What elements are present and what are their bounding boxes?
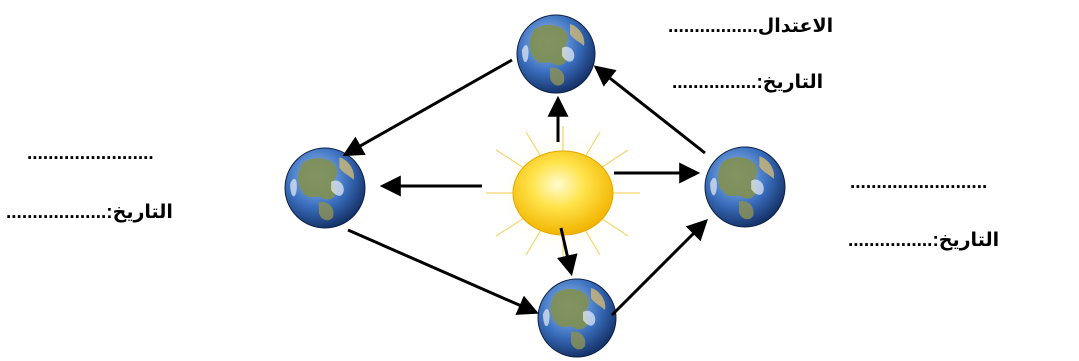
left-blank-line: ........................: [27, 143, 154, 164]
sun-icon: [486, 121, 640, 265]
right-blank-line: ..........................: [850, 172, 988, 193]
orbit-arrow-right-to-top: [593, 65, 706, 155]
orbit-arrow-top-to-left: [342, 58, 513, 157]
orbit-arrow-bottom-to-right: [610, 219, 708, 317]
earth-globe-icon-right: [704, 146, 786, 228]
earth-globe-icon-top: [516, 14, 596, 94]
left-date-label: التاريخ:...................: [6, 202, 173, 223]
earth-globe-icon-left: [284, 147, 366, 229]
right-date-label: التاريخ:................: [848, 230, 1000, 251]
sun-arrow-down: [557, 227, 578, 277]
orbit-arrow-left-to-bottom: [347, 228, 539, 315]
top-equinox-label: الاعتدال.................: [668, 16, 834, 37]
earth-globe-icon-bottom: [537, 278, 617, 358]
top-date-label: التاريخ:................: [672, 72, 824, 93]
